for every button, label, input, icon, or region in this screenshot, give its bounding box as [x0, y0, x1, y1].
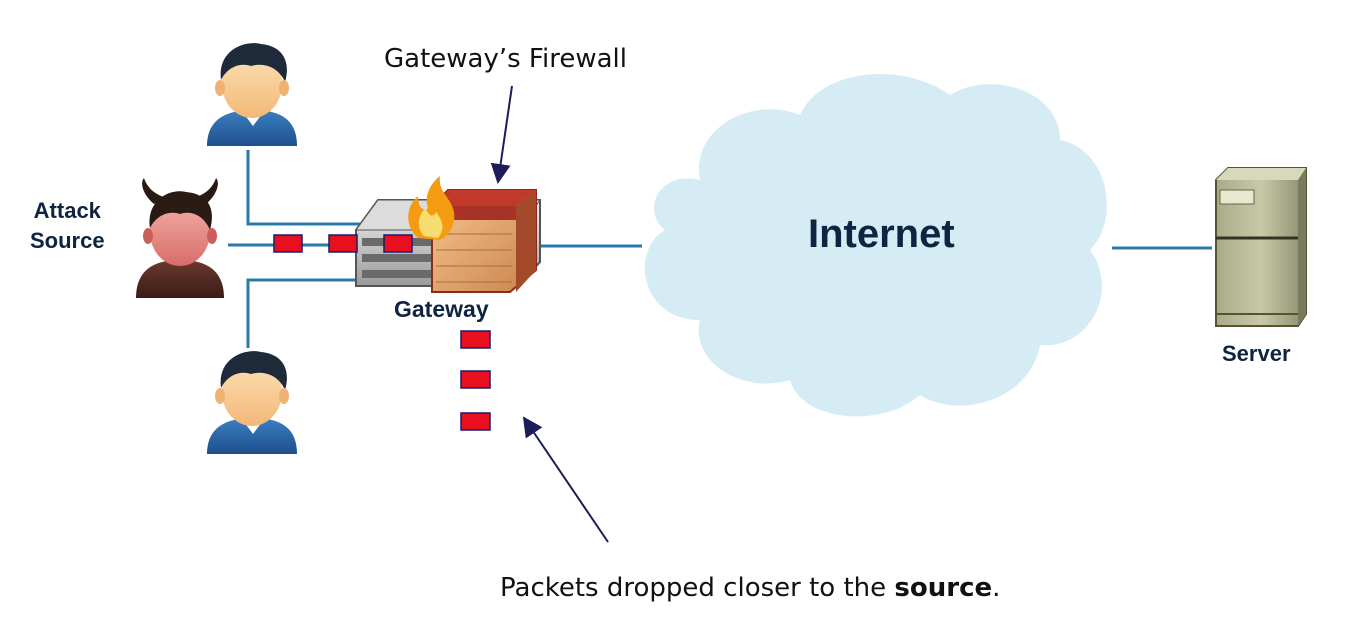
server-tower-icon — [1215, 167, 1307, 327]
packet — [328, 234, 358, 253]
caption: Packets dropped closer to the source. — [500, 573, 1000, 603]
attack-label-line1: Attack — [33, 198, 101, 223]
packet — [460, 330, 491, 349]
server-label: Server — [1222, 341, 1291, 366]
caption-suffix: . — [992, 573, 1001, 603]
user-icon — [207, 43, 297, 146]
caption-pointer-arrow — [522, 416, 609, 543]
packet — [273, 234, 303, 253]
packets — [273, 234, 491, 431]
internet-label: Internet — [808, 212, 955, 256]
devil-user-icon — [136, 178, 224, 298]
caption-bold: source — [894, 573, 993, 603]
firewall-pointer-arrow — [490, 85, 513, 184]
caption-prefix: Packets dropped closer to the — [500, 573, 895, 603]
attack-source-label: Attack Source — [30, 196, 105, 256]
packet — [460, 412, 491, 431]
packet — [460, 370, 491, 389]
firewall-label: Gateway’s Firewall — [384, 44, 627, 74]
link-user-top — [246, 150, 362, 226]
packet — [383, 234, 413, 253]
attack-label-line2: Source — [30, 228, 105, 253]
user-icon — [207, 351, 297, 454]
link-user-bottom — [246, 278, 362, 348]
cloud-icon — [644, 73, 1107, 417]
gateway-label: Gateway — [394, 296, 489, 322]
flame-icon — [408, 176, 455, 240]
